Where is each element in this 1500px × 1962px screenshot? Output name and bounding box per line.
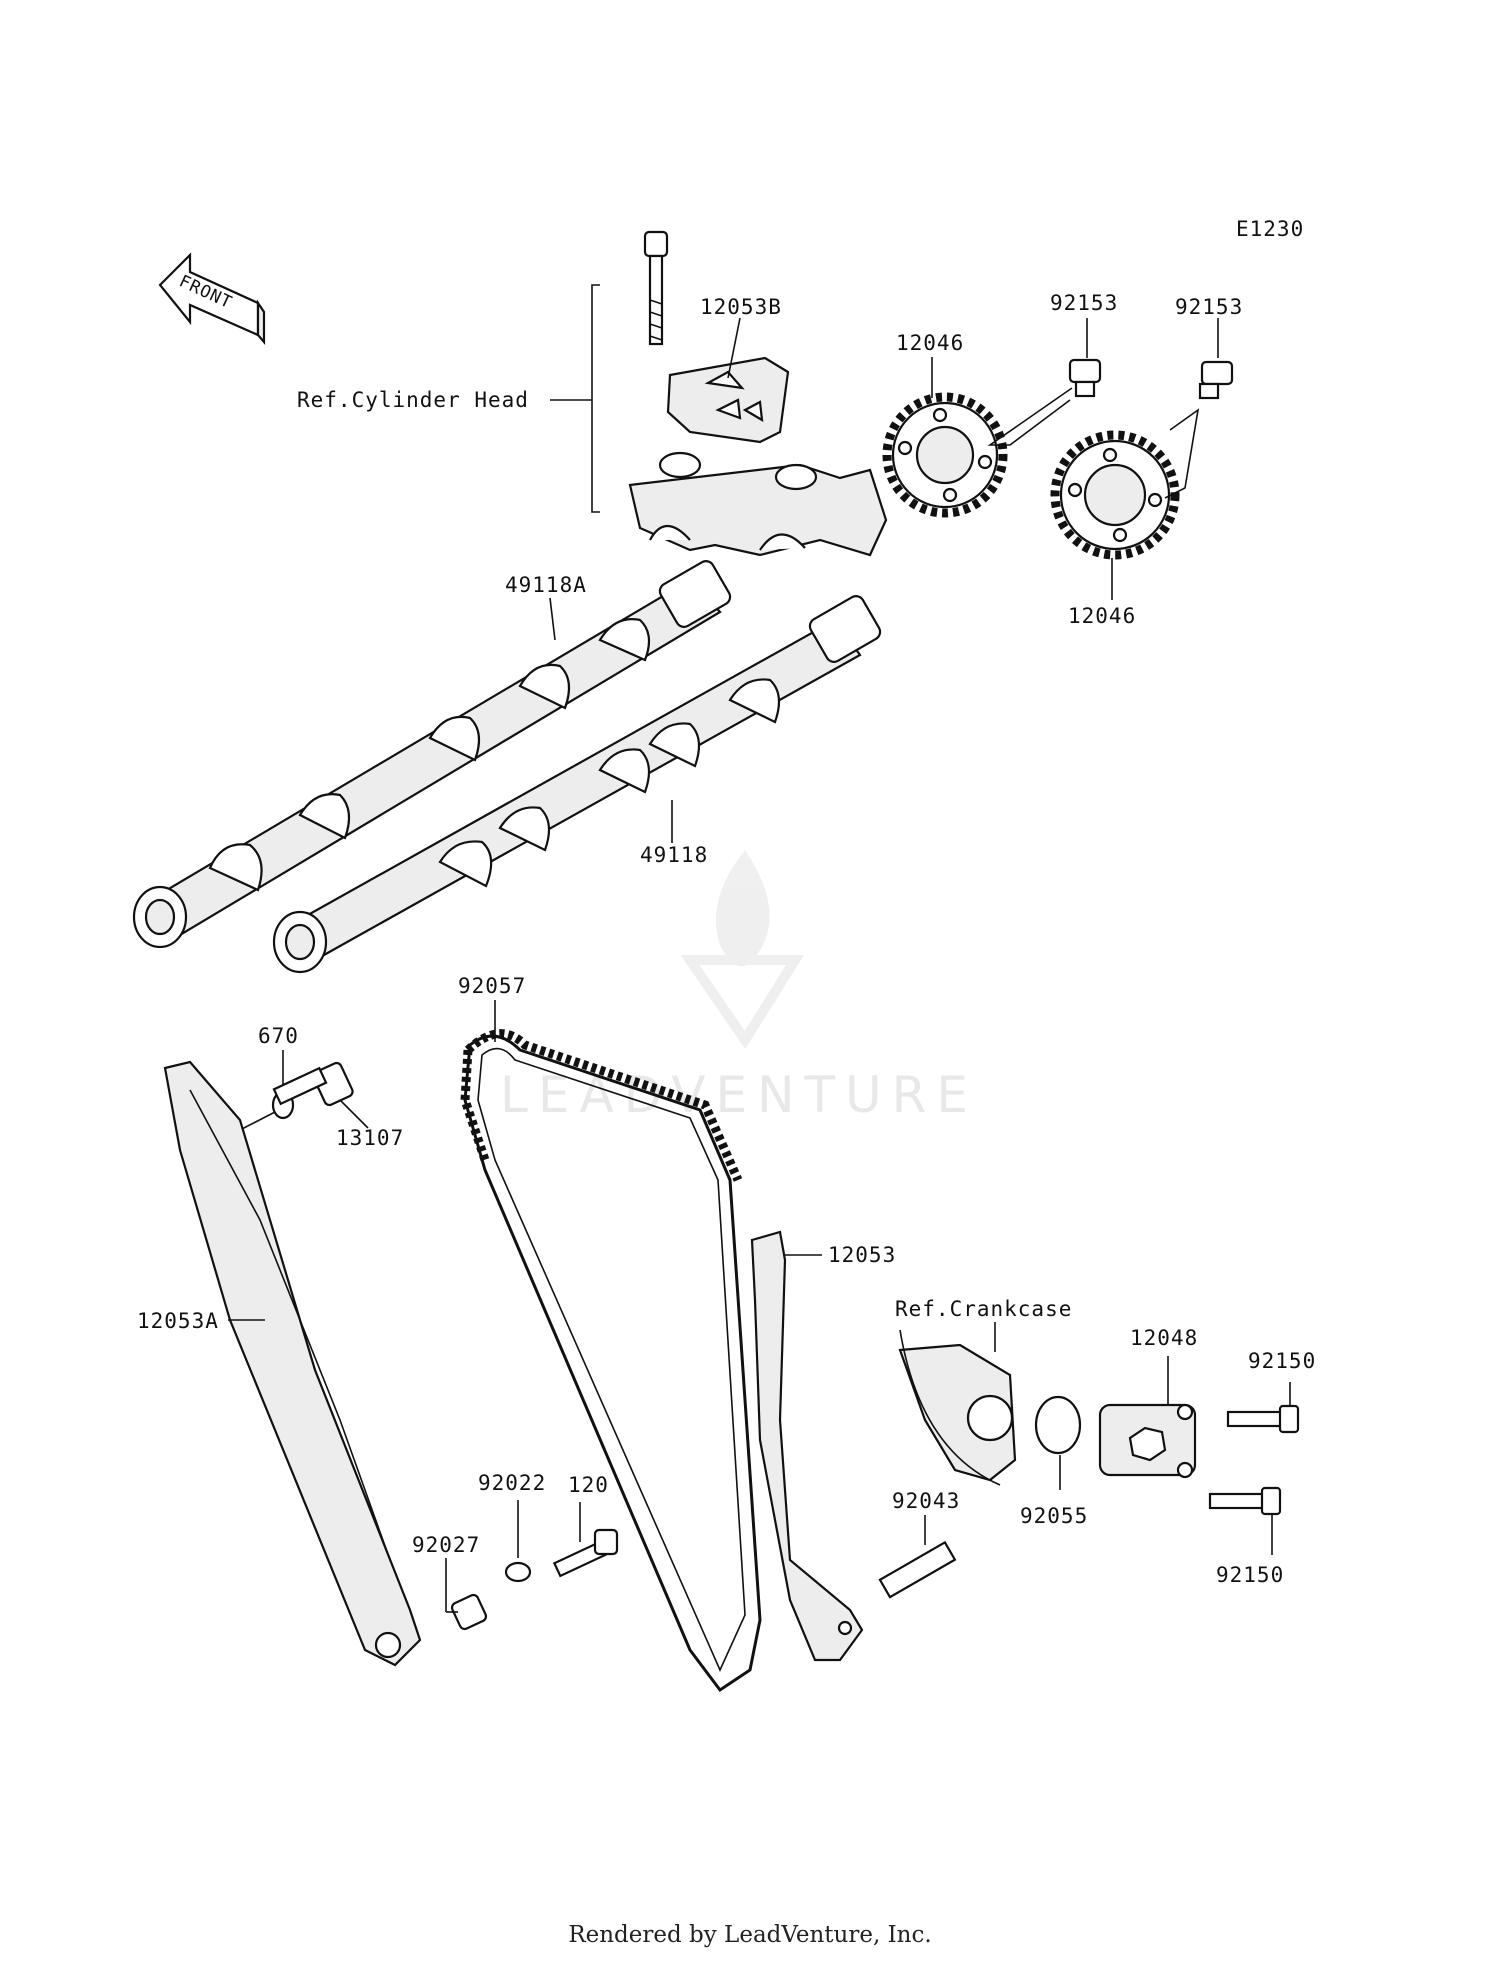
part-label-92150-top: 92150 (1248, 1349, 1316, 1373)
part-label-12048: 12048 (1130, 1326, 1198, 1350)
footer-credit: Rendered by LeadVenture, Inc. (568, 1922, 932, 1948)
part-label-92153-right: 92153 (1175, 295, 1243, 319)
part-label-12046-bottom: 12046 (1068, 604, 1136, 628)
front-arrow-icon: FRONT (158, 252, 266, 345)
part-label-120: 120 (568, 1473, 609, 1497)
part-label-92150-bottom: 92150 (1216, 1563, 1284, 1587)
part-label-92153-left: 92153 (1050, 291, 1118, 315)
chain-guide-12053a (163, 1060, 422, 1667)
chain-guide-top (666, 356, 790, 444)
diagram-code: E1230 (1236, 217, 1304, 241)
watermark-text: LEADVENTURE (500, 1066, 978, 1124)
ref-cylinder-head: Ref.Cylinder Head (297, 388, 529, 412)
watermark: LEADVENTURE (500, 850, 978, 1124)
part-label-13107: 13107 (336, 1126, 404, 1150)
tensioner-bolt-lower (1208, 1486, 1282, 1516)
guide-bolt-13107 (272, 1061, 354, 1107)
camshaft-sprocket-1 (882, 392, 1008, 518)
camshaft-49118a (132, 560, 732, 949)
cam-holder-bolt (643, 230, 669, 346)
part-label-12053: 12053 (828, 1243, 896, 1267)
chain-guide-12053 (750, 1230, 864, 1662)
guide-pin-92043 (878, 1540, 957, 1599)
part-label-49118A: 49118A (505, 573, 587, 597)
part-label-670: 670 (258, 1024, 299, 1048)
sprocket-bolt-2 (1198, 360, 1234, 400)
part-label-92055: 92055 (1020, 1504, 1088, 1528)
bolt-120 (552, 1528, 619, 1578)
part-label-92022: 92022 (478, 1471, 546, 1495)
part-label-12053A: 12053A (137, 1309, 219, 1333)
sprocket-bolt-1 (1068, 358, 1102, 398)
ref-crankcase: Ref.Crankcase (895, 1297, 1072, 1321)
camshaft-49118 (272, 595, 882, 974)
timing-chain (460, 1029, 762, 1693)
crankcase-section (898, 1329, 1017, 1486)
part-label-12053B: 12053B (700, 295, 782, 319)
camshaft-sprocket-2 (1050, 430, 1180, 560)
cam-holder (628, 451, 888, 557)
part-label-92027: 92027 (412, 1533, 480, 1557)
part-label-92057: 92057 (458, 974, 526, 998)
washer-92022 (504, 1561, 532, 1583)
tensioner-bolt-upper (1226, 1404, 1300, 1434)
part-label-49118: 49118 (640, 843, 708, 867)
part-label-92043: 92043 (892, 1489, 960, 1513)
o-ring-92055 (1034, 1395, 1082, 1455)
part-label-12046-top: 12046 (896, 331, 964, 355)
collar-92027 (450, 1593, 488, 1631)
chain-tensioner-12048 (1098, 1403, 1197, 1479)
